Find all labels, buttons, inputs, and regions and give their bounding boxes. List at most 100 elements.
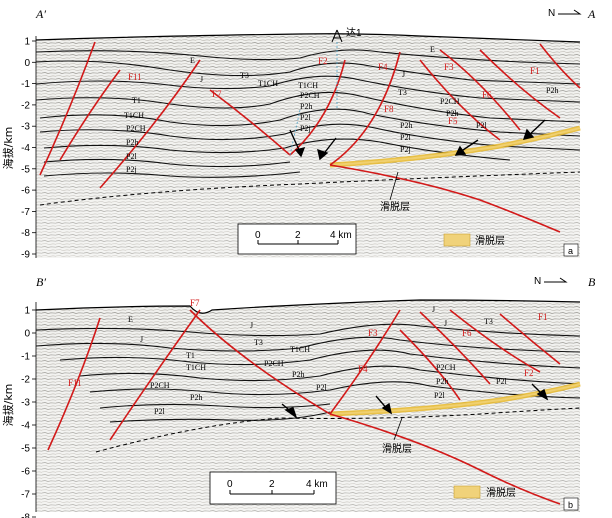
stratum-label: E: [430, 45, 435, 54]
fault-label: F3: [368, 328, 378, 338]
north-arrow-icon: N: [534, 276, 568, 287]
stratum-label: T3: [240, 71, 249, 80]
stratum-label: T1CH: [186, 363, 206, 372]
stratum-label: T1CH: [290, 345, 310, 354]
panel-a-basement-line: [39, 171, 581, 206]
fault-label: F7: [212, 89, 222, 99]
panel-a: A′ A N 10-1-2-3-4-5-6-7-8-9 海拔/km: [1, 7, 596, 261]
well-derrick-icon: 达1: [331, 27, 362, 110]
stratum-label: P2h: [126, 138, 138, 147]
fault-label: F4: [378, 62, 388, 72]
panel-b-y-tick-label: -3: [21, 398, 30, 409]
panel-b-faults: [47, 309, 561, 505]
panel-b-north-label: N: [534, 276, 541, 287]
panel-a-y-tick-label: -6: [21, 186, 30, 197]
stratum-label: J: [250, 321, 253, 330]
stratum-label: P2CH: [126, 124, 146, 133]
panel-b: B′ B N 10-1-2-3-4-5-6-7-8 海拔/km: [1, 275, 596, 518]
panel-a-north-label: N: [548, 8, 555, 19]
stratum-label: J: [200, 75, 203, 84]
svg-text:0: 0: [227, 479, 233, 490]
stratum-label: P2j: [400, 145, 411, 154]
stratum-label: T1: [186, 351, 195, 360]
stratum-label: T3: [484, 317, 493, 326]
panel-b-stratum-labels: E J J T3 T1CH T1 T1CH P2CH P2h P2l P2CH …: [128, 305, 507, 416]
stratum-label: T1: [132, 96, 141, 105]
panel-b-y-tick-label: 1: [24, 306, 30, 317]
well-name: 达1: [346, 27, 362, 39]
stratum-label: T1CH: [298, 81, 318, 90]
stratum-label: P2j: [126, 165, 137, 174]
panel-b-motion-arrows: [281, 383, 549, 419]
stratum-label: J: [444, 319, 447, 328]
fault-label: F4: [358, 364, 368, 374]
stratum-label: P2j: [300, 124, 311, 133]
panel-b-y-tick-label: -2: [21, 375, 30, 386]
stratum-label: P2l: [496, 377, 507, 386]
stratum-label: P2l: [476, 121, 487, 130]
fault-label: F8: [384, 104, 394, 114]
panel-a-right-label: A: [587, 7, 596, 21]
fault-label: F2: [318, 56, 328, 66]
stratum-label: P2CH: [436, 363, 456, 372]
fault-label: F2: [524, 368, 534, 378]
svg-text:0: 0: [255, 230, 261, 241]
fault-label: F7: [190, 298, 200, 308]
panel-b-y-tick-label: -1: [21, 352, 30, 363]
panel-b-y-tick-label: -7: [21, 490, 30, 501]
svg-text:滑脱层: 滑脱层: [486, 486, 516, 499]
legend-swatch: [453, 485, 481, 499]
stratum-label: P2l: [154, 407, 165, 416]
stratum-label: P2h: [436, 377, 448, 386]
panel-a-motion-arrows: [289, 119, 546, 161]
fault-label: F1: [538, 312, 548, 322]
svg-text:4 km: 4 km: [330, 230, 352, 241]
stratum-label: P2h: [400, 121, 412, 130]
panel-a-y-tick-label: -9: [21, 250, 30, 261]
panel-b-y-axis-label: 海拔/km: [1, 384, 15, 427]
panel-a-decollement-label: 滑脱层: [380, 200, 410, 213]
stratum-label: P2CH: [150, 381, 170, 390]
panel-a-y-axis: 10-1-2-3-4-5-6-7-8-9: [21, 36, 37, 261]
svg-text:2: 2: [269, 479, 275, 490]
panel-a-y-tick-label: 1: [24, 37, 30, 48]
stratum-label: T3: [398, 88, 407, 97]
stratum-label: P2h: [292, 370, 304, 379]
stratum-label: P2h: [300, 102, 312, 111]
stratum-label: T1CH: [258, 79, 278, 88]
panel-a-y-tick-label: -3: [21, 122, 30, 133]
svg-text:2: 2: [295, 230, 301, 241]
stratum-label: T3: [254, 338, 263, 347]
stratum-label: T1CH: [124, 111, 144, 120]
panel-a-y-tick-label: -1: [21, 79, 30, 90]
panel-b-y-axis: 10-1-2-3-4-5-6-7-8: [21, 302, 37, 518]
stratum-label: P2CH: [440, 97, 460, 106]
panel-a-y-tick-label: 0: [24, 58, 30, 69]
panel-b-letter: b: [568, 500, 573, 510]
panel-b-legend: 滑脱层: [453, 485, 516, 499]
panel-a-scale-bar: 0 2 4 km: [237, 223, 357, 255]
stratum-label: P2CH: [264, 359, 284, 368]
panel-b-y-tick-label: -6: [21, 467, 30, 478]
panel-b-topography: [35, 299, 581, 314]
stratum-label: P2l: [434, 391, 445, 400]
stratum-label: P2l: [316, 383, 327, 392]
panel-a-y-tick-label: -4: [21, 143, 30, 154]
stratum-label: P2h: [446, 109, 458, 118]
panel-a-fault-labels: F11 F7 F2 F4 F3 F6 F5 F1 F8: [128, 56, 540, 126]
panel-a-letter: a: [568, 246, 573, 256]
panel-a-y-tick-label: -7: [21, 207, 30, 218]
stratum-label: P2l: [400, 133, 411, 142]
panel-b-left-label: B′: [36, 275, 46, 289]
panel-a-stratum-labels: E J E J T3 T1CH T1CH P2CH P2h P2l P2j T1…: [124, 45, 558, 174]
panel-a-y-axis-label: 海拔/km: [1, 127, 15, 170]
stratum-label: J: [402, 70, 405, 79]
stratum-label: E: [128, 315, 133, 324]
fault-label: F6: [462, 328, 472, 338]
panel-b-decollement-label: 滑脱层: [382, 442, 412, 455]
stratum-label: P2h: [190, 393, 202, 402]
panel-a-horizons: [35, 49, 581, 178]
panel-b-y-tick-label: -8: [21, 513, 30, 518]
panel-b-fault-labels: F7 F11 F3 F4 F6 F1 F2: [68, 298, 548, 388]
